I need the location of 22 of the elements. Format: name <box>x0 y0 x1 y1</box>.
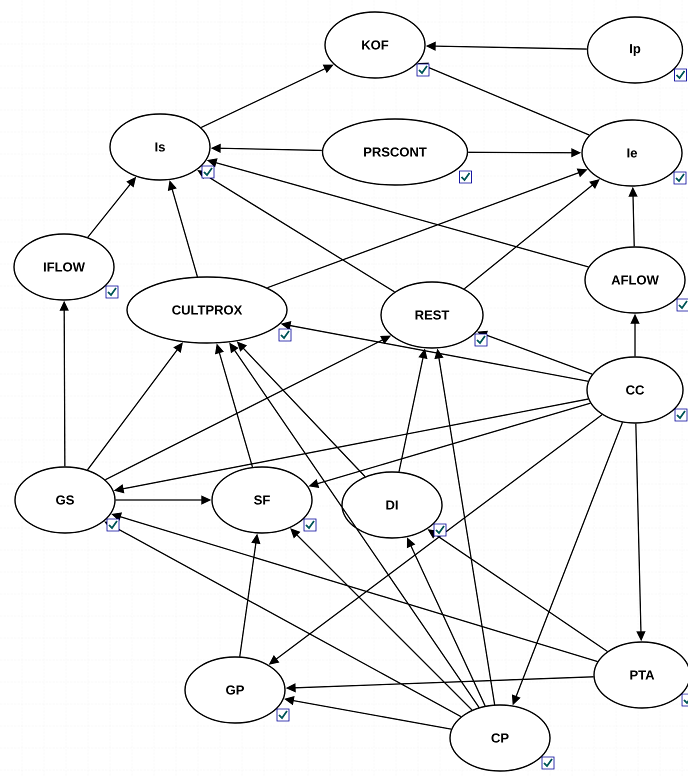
ellipse-node: KOF <box>324 11 426 79</box>
node-label: Ip <box>630 44 640 56</box>
ellipse-node: PRSCONT <box>322 118 468 186</box>
ellipse-node: SF <box>211 466 313 534</box>
node-label: AFLOW <box>612 275 659 285</box>
node-label: CP <box>492 733 509 743</box>
ellipse-node: Ip <box>586 16 684 84</box>
ellipse-node: AFLOW <box>584 246 686 314</box>
ellipse-node: REST <box>380 281 484 349</box>
ellipse-node: Ie <box>581 119 683 187</box>
ellipse-node: CP <box>449 704 551 772</box>
ellipse-node: CULTPROX <box>126 276 288 344</box>
node-label: Ie <box>627 148 637 158</box>
ellipse-node: DI <box>341 471 443 539</box>
ellipse-node: GS <box>14 466 116 534</box>
ellipse-node: CC <box>586 356 684 424</box>
ellipse-node: Is <box>109 113 211 181</box>
node-label: CC <box>626 385 644 395</box>
ellipse-node: PTA <box>593 641 688 709</box>
ellipse-node: IFLOW <box>13 233 115 301</box>
ellipse-node: GP <box>184 656 286 724</box>
node-label: PTA <box>630 670 654 680</box>
